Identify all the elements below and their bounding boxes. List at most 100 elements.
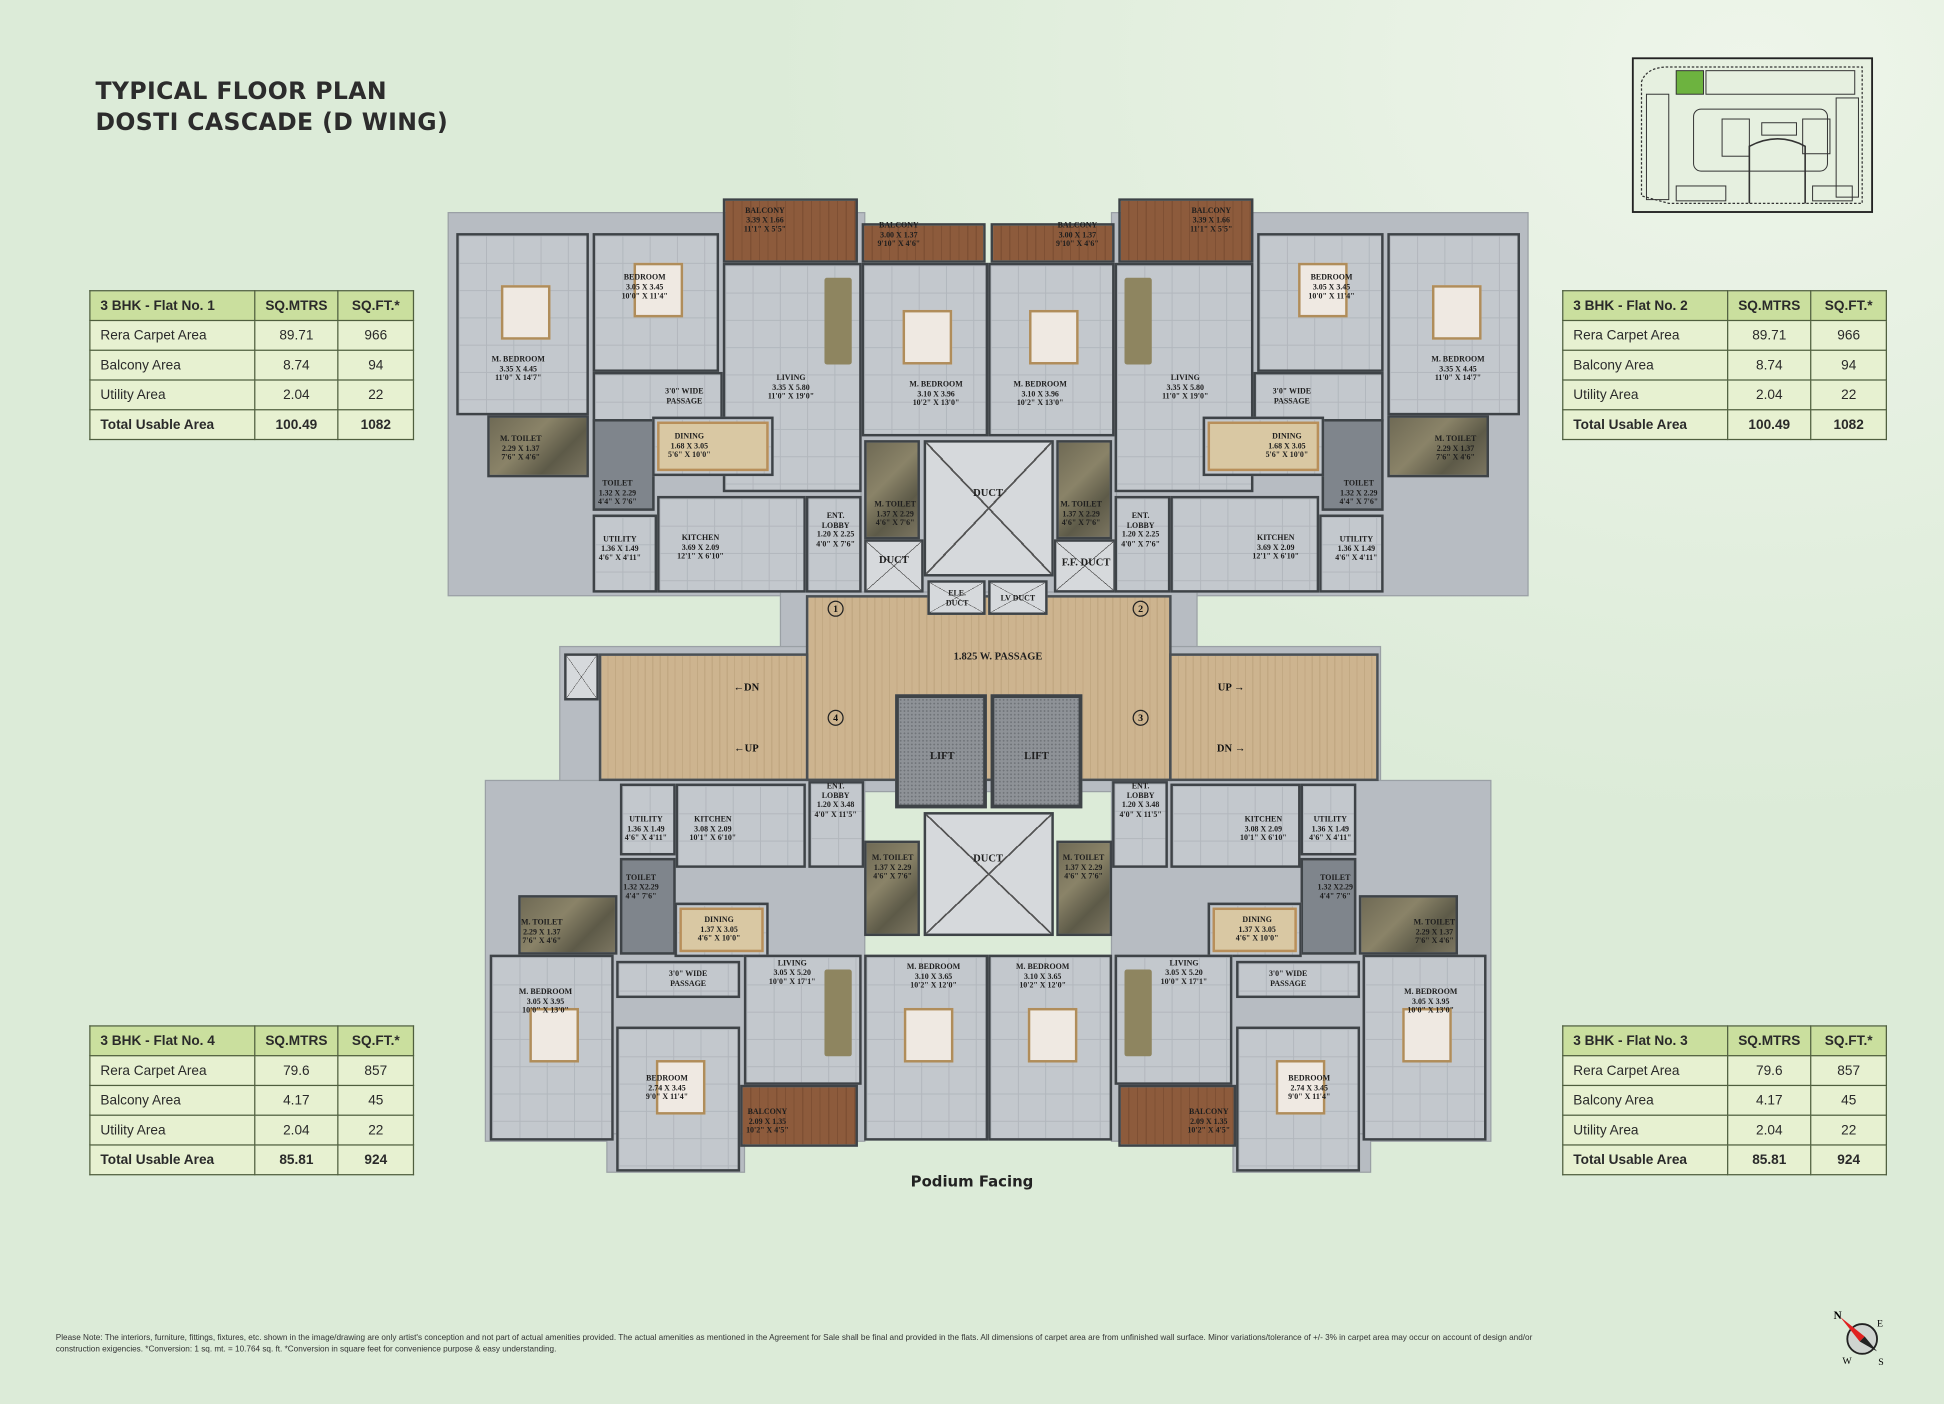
label-line: 10'0" X 17'1" (1160, 977, 1208, 987)
label-line: 10'2" X 13'0" (1016, 398, 1064, 408)
label-line: ENT. (1131, 511, 1150, 521)
sqm-value: 89.71 (254, 319, 339, 351)
flat-4-entrance-lobby (808, 781, 865, 868)
col-sqm: SQ.MTRS (254, 1025, 339, 1057)
label-line: BEDROOM (623, 273, 666, 283)
label-line: 4'4" X 7'6" (1339, 498, 1379, 507)
stair-label: UP (744, 741, 759, 754)
flat-marker-3: 3 (1132, 709, 1149, 726)
stair-direction-dn: DN (733, 681, 759, 693)
label-line: 2.29 X 1.37 (501, 444, 540, 453)
label-line: 3.00 X 1.37 (1058, 230, 1097, 240)
label-line: M. BEDROOM (1431, 355, 1485, 365)
label-line: M. TOILET (499, 434, 542, 444)
bed (1029, 309, 1079, 365)
flat-3-kitchen (1170, 783, 1301, 868)
flat-2-entrance-lobby (1114, 495, 1171, 593)
label-line: 3.10 X 3.96 (917, 389, 955, 399)
label-line: 1.20 X 2.25 (1121, 530, 1160, 540)
sqft-value: 45 (337, 1084, 415, 1116)
label-line: LIVING (1169, 959, 1199, 968)
label-line: BEDROOM (1288, 1074, 1331, 1084)
label-line: 10'2" X 12'0" (1019, 981, 1066, 991)
area-label: Balcony Area (1562, 349, 1729, 381)
label-line: 2.29 X 1.37 (523, 927, 561, 937)
area-label: Total Usable Area (89, 409, 256, 441)
label-line: BALCONY (747, 1107, 788, 1117)
label-line: 10'2" X 13'0" (912, 398, 960, 408)
label-line: 3.39 X 1.66 (746, 215, 784, 225)
label-line: TOILET (1343, 479, 1374, 488)
label-line: TOILET (602, 479, 633, 488)
label-line: PASSAGE (670, 979, 707, 989)
label-line: M. TOILET (1060, 500, 1102, 510)
label-line: M. BEDROOM (909, 380, 963, 389)
label-line: 3.05 X 3.95 (1412, 997, 1450, 1006)
label-line: 1.32 X2.29 (623, 882, 659, 892)
sqm-value: 2.04 (254, 379, 339, 411)
label-line: ENT. (826, 782, 845, 791)
label-line: 5'6" X 10'0" (1265, 451, 1309, 460)
area-label: Rera Carpet Area (1562, 319, 1729, 351)
label-line: ENT. (1131, 782, 1150, 791)
duct-lower (923, 812, 1054, 937)
area-label: Balcony Area (89, 1084, 256, 1116)
page-title: TYPICAL FLOOR PLAN DOSTI CASCADE (D WING… (95, 77, 448, 139)
sqm-value: 79.6 (254, 1055, 339, 1087)
label-line: 9'10" X 4'6" (877, 240, 921, 249)
label-line: 10'1" X 6'10" (1240, 834, 1287, 843)
label-line: LIVING (777, 959, 807, 968)
sqft-value: 924 (1810, 1144, 1888, 1176)
flat-4-utility (619, 783, 676, 856)
flat-name: 3 BHK - Flat No. 1 (89, 290, 256, 322)
label-line: M. BEDROOM (518, 987, 573, 997)
duct (864, 539, 924, 593)
label-line: 1.37 X 2.29 (1064, 863, 1103, 872)
label-line: M. BEDROOM (1013, 380, 1067, 389)
label-line: 10'0" X 13'0" (1407, 1006, 1455, 1016)
label-line: 4'0" X 11'5" (1119, 810, 1162, 820)
bed (902, 309, 953, 365)
label-line: M. TOILET (871, 853, 914, 863)
label-line: DUCT (945, 598, 969, 608)
flat-2-master-toilet (1387, 415, 1489, 478)
label-line: 11'1" X 5'5" (743, 225, 787, 235)
sqft-value: 22 (337, 379, 415, 411)
stair-shaft-left (564, 653, 599, 701)
label-line: 10'2" X 4'5" (746, 1126, 789, 1136)
label-line: UTILITY (1339, 535, 1374, 544)
sqft-value: 22 (1810, 379, 1888, 411)
label-line: 11'1" X 5'5" (1190, 225, 1233, 235)
label-line: 4'6" X 7'6" (1064, 872, 1103, 882)
flat-1-balcony (722, 198, 858, 263)
label-line: 3.35 X 4.45 (1439, 364, 1477, 374)
bed (1275, 1059, 1326, 1114)
stair-direction-dn: DN (1217, 741, 1245, 753)
label-line: BALCONY (1057, 221, 1098, 231)
label-line: 1.20 X 2.25 (816, 530, 855, 540)
label-line: M. BEDROOM (1016, 962, 1070, 972)
sofa (1124, 969, 1152, 1057)
label-line: 1.37 X 2.29 (876, 509, 914, 519)
label-line: 3'0" WIDE (1268, 970, 1308, 979)
flat-2-dining (1207, 421, 1320, 472)
label-line: 3.08 X 2.09 (694, 824, 732, 834)
bed (500, 284, 550, 340)
flat-1-bedroom (592, 233, 720, 372)
label-line: DINING (674, 432, 705, 441)
